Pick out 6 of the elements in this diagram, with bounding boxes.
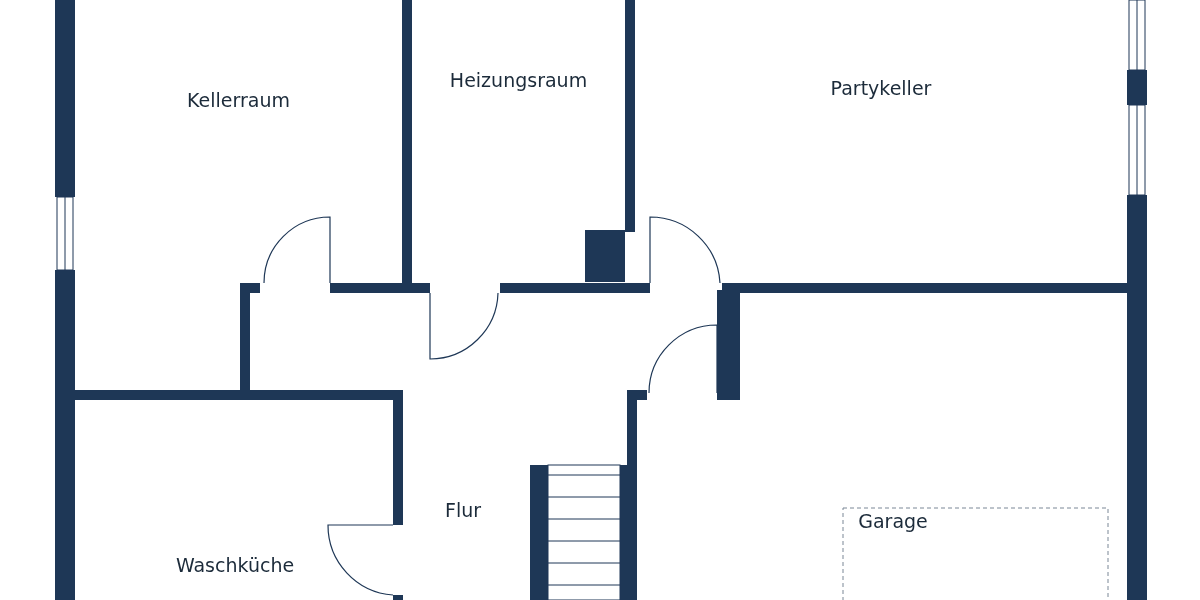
room-label: Kellerraum — [187, 89, 290, 111]
room-label: Partykeller — [830, 76, 932, 99]
room-label: Garage — [858, 510, 928, 532]
room-label: Waschküche — [175, 554, 295, 576]
room-label: Heizungsraum — [449, 69, 588, 91]
room-label: Flur — [444, 499, 482, 521]
